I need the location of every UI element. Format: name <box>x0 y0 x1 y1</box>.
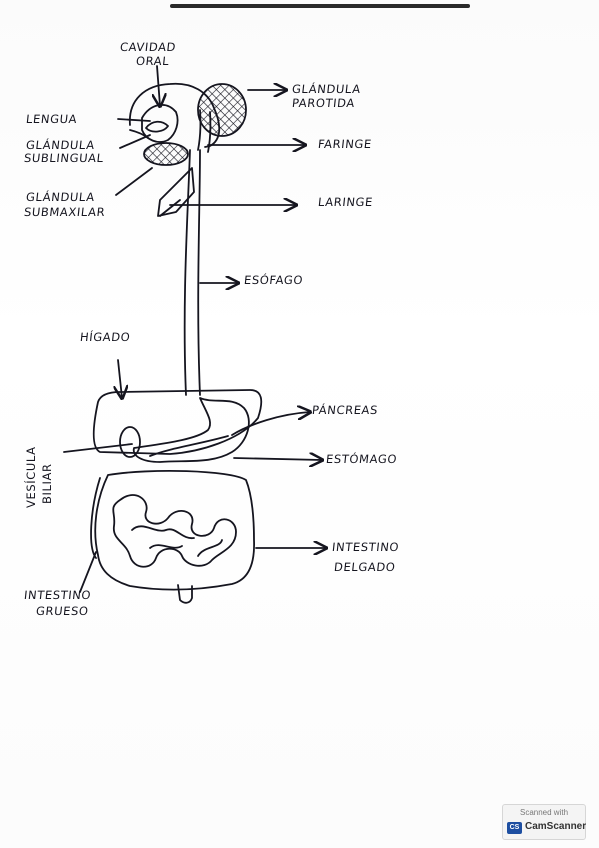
watermark-line1: Scanned with <box>519 808 569 817</box>
label-glandula-parotida-1: GLÁNDULA <box>291 82 362 96</box>
label-intestino-delgado-1: INTESTINO <box>331 540 400 554</box>
label-glandula-parotida-2: PAROTIDA <box>291 96 356 110</box>
esophagus-left <box>183 149 191 396</box>
pharynx <box>197 109 202 151</box>
label-cavidad-oral-1: CAVIDAD <box>119 40 177 54</box>
small-intestine <box>112 494 237 568</box>
camscanner-watermark: Scanned with CS CamScanner <box>502 804 586 840</box>
label-esofago: ESÓFAGO <box>243 273 304 287</box>
stomach <box>132 397 250 463</box>
label-glandula-submaxilar-2: SUBMAXILAR <box>23 205 106 219</box>
large-intestine <box>94 469 255 591</box>
pancreas <box>149 435 229 457</box>
parotid-gland <box>197 83 247 137</box>
label-vesicula-2: BILIAR <box>40 463 54 504</box>
liver <box>92 389 263 455</box>
label-estomago: ESTÓMAGO <box>325 452 398 466</box>
tongue <box>145 120 169 133</box>
label-faringe: FARINGE <box>317 137 373 151</box>
camscanner-logo-icon: CS <box>507 822 522 834</box>
label-vesicula-1: VESÍCULA <box>24 446 38 508</box>
label-glandula-submaxilar-1: GLÁNDULA <box>25 190 96 204</box>
label-higado: HÍGADO <box>79 330 132 344</box>
label-pancreas: PÁNCREAS <box>311 403 379 417</box>
esophagus-right <box>197 149 201 396</box>
sublingual-gland <box>143 142 189 166</box>
label-intestino-grueso-2: GRUESO <box>35 604 90 618</box>
larynx <box>157 167 195 217</box>
watermark-line2: CamScanner <box>525 821 587 832</box>
label-glandula-sublingual-2: SUBLINGUAL <box>23 151 105 165</box>
gallbladder <box>119 426 141 458</box>
label-intestino-delgado-2: DELGADO <box>333 560 397 574</box>
label-laringe: LARINGE <box>317 195 374 209</box>
label-cavidad-oral-2: ORAL <box>135 54 171 68</box>
label-lengua: LENGUA <box>25 112 78 126</box>
label-intestino-grueso-1: INTESTINO <box>23 588 92 602</box>
top-scan-edge <box>170 4 470 8</box>
